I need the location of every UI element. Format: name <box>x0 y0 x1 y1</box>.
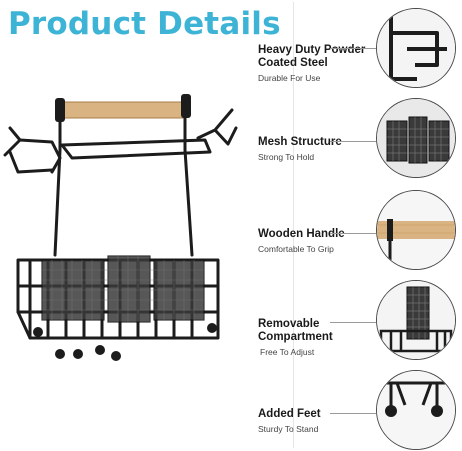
feature-name-line2: Compartment <box>258 331 333 343</box>
feature-name: Heavy Duty Powder <box>258 44 366 56</box>
feature-subtitle: Comfortable To Grip <box>258 244 334 254</box>
removable-compartment-closeup-icon <box>376 280 456 360</box>
feature-wooden-handle: Wooden Handle Comfortable To Grip <box>258 228 378 254</box>
leader-line <box>330 233 376 234</box>
page-title: Product Details <box>8 6 281 42</box>
feature-removable-compartment: Removable Compartment Free To Adjust <box>258 318 378 357</box>
feature-name: Removable <box>258 318 320 330</box>
feet-closeup-icon <box>376 370 456 450</box>
feature-name: Mesh Structure <box>258 136 342 148</box>
leader-line <box>330 413 376 414</box>
wire-frame-closeup-icon <box>376 8 456 88</box>
feature-mesh-structure: Mesh Structure Strong To Hold <box>258 136 378 162</box>
caddy-product-image <box>3 94 238 361</box>
divider-line <box>293 2 294 448</box>
feature-name-line2: Coated Steel <box>258 57 328 69</box>
leader-line <box>330 48 376 49</box>
mesh-cup-closeup-icon <box>376 98 456 178</box>
leader-line <box>330 141 376 142</box>
feature-added-feet: Added Feet Sturdy To Stand <box>258 408 378 434</box>
feature-subtitle: Sturdy To Stand <box>258 424 319 434</box>
feature-subtitle: Durable For Use <box>258 73 321 83</box>
feature-powder-coated-steel: Heavy Duty Powder Coated Steel Durable F… <box>258 44 378 83</box>
feature-subtitle: Strong To Hold <box>258 152 315 162</box>
feature-name: Added Feet <box>258 408 321 420</box>
feature-subtitle: Free To Adjust <box>260 347 315 357</box>
wooden-handle-closeup-icon <box>376 190 456 270</box>
leader-line <box>330 322 376 323</box>
feature-name: Wooden Handle <box>258 228 345 240</box>
